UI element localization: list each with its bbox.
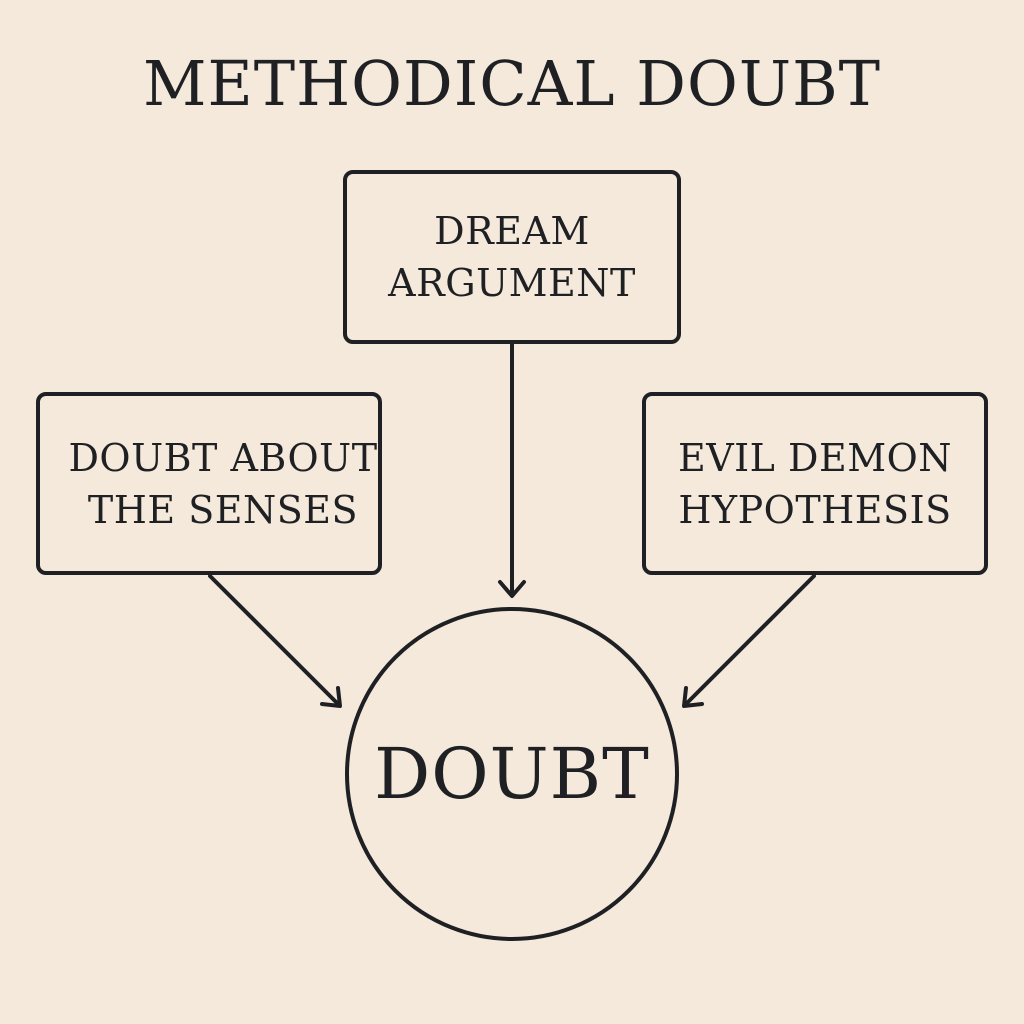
arrow-dream-to-doubt	[498, 342, 526, 598]
node-doubt-label: DOUBT	[374, 733, 650, 815]
node-doubt-about-senses: DOUBT ABOUT THE SENSES	[36, 392, 382, 575]
node-dream-line-1: DREAM	[434, 209, 590, 253]
node-doubt-center: DOUBT	[345, 607, 679, 941]
arrow-senses-to-doubt	[208, 574, 342, 708]
node-senses-line-1: DOUBT ABOUT	[68, 435, 378, 480]
node-demon-line-2: HYPOTHESIS	[678, 487, 952, 532]
node-demon-line-1: EVIL DEMON	[677, 435, 953, 480]
node-evil-demon-hypothesis: EVIL DEMON HYPOTHESIS	[642, 392, 988, 575]
diagram-title: METHODICAL DOUBT	[143, 47, 881, 120]
arrow-demon-to-doubt	[682, 574, 816, 708]
node-dream-argument: DREAM ARGUMENT	[343, 170, 681, 344]
node-dream-line-2: ARGUMENT	[388, 261, 636, 305]
node-senses-line-2: THE SENSES	[87, 487, 359, 532]
